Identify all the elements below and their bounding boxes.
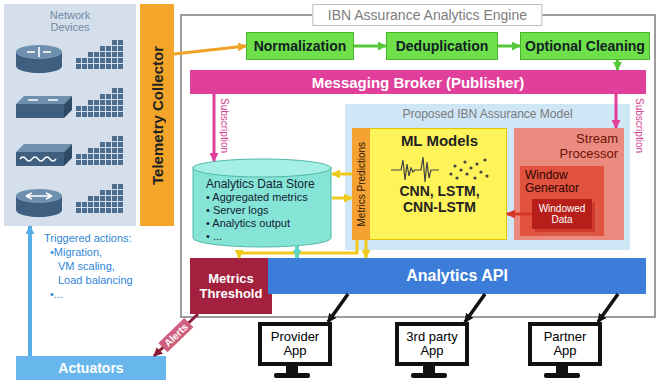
node-text: Analytics API (406, 267, 508, 285)
connector (507, 213, 532, 216)
connector (154, 314, 198, 356)
edge-label: Subscription (634, 97, 645, 154)
node-text: 3rd party App (401, 330, 463, 358)
node-text: Stream Processor (542, 131, 618, 161)
connector (498, 45, 520, 48)
api-band: Analytics API (268, 258, 646, 294)
note-text: •Migration, (50, 246, 102, 259)
edge-label: Subscription (219, 97, 230, 154)
router-icon (16, 189, 62, 217)
node-text: • Analytics output (206, 217, 290, 230)
device-panel: Network Devices (4, 4, 136, 226)
process-box: Optional Cleaning (520, 32, 650, 60)
monitor-stand (274, 366, 310, 378)
connector (239, 240, 357, 258)
node-text: Windowed Data (535, 203, 589, 225)
node-text: • ... (206, 230, 222, 243)
predictions-strip: Metrics Predictions (352, 128, 370, 240)
connector (354, 45, 386, 48)
edge-label: Alerts (158, 318, 193, 353)
note-text: Triggered actions: (44, 232, 132, 245)
scatter-icon (449, 158, 488, 179)
node-text: ML Models (401, 132, 478, 149)
router-icon (16, 45, 62, 73)
node-text: Network Devices (38, 9, 102, 33)
app-monitor: Partner App (528, 322, 602, 366)
connector (332, 173, 352, 176)
cylinder-body (193, 167, 331, 247)
connector (28, 226, 32, 356)
node-text: • Server logs (206, 204, 269, 217)
node-text: Window Generator (525, 169, 595, 195)
node-text: Partner App (534, 330, 596, 358)
process-box: Deduplication (386, 32, 498, 60)
node-text: Messaging Broker (Publisher) (312, 74, 525, 91)
waveform-icon (391, 157, 439, 182)
node-text: Actuators (58, 360, 123, 376)
ml-icons (387, 154, 497, 184)
bar-chart (76, 184, 123, 214)
node-text: Proposed IBN Assurance Model (402, 107, 572, 121)
node-text: Optional Cleaning (525, 38, 645, 54)
monitor-stand (411, 366, 447, 378)
monitor-stand (544, 366, 580, 378)
broker-band: Messaging Broker (Publisher) (190, 70, 646, 94)
device-icons (4, 4, 136, 226)
generator-box: Windowed Data Window Generator (520, 166, 604, 236)
optical-icon (16, 144, 72, 166)
bar-chart (76, 136, 123, 166)
app-monitor: 3rd party App (395, 322, 469, 366)
node-text: • Aggregated metrics (206, 191, 308, 204)
node-text: Analytics Data Store (206, 177, 315, 191)
bar-chart (76, 88, 123, 118)
connector (615, 94, 618, 128)
connector (598, 294, 618, 322)
node-text: Deduplication (396, 38, 489, 54)
process-box: Normalization (246, 32, 354, 60)
node-text: IBN Assurance Analytics Engine (313, 4, 542, 26)
note-text: VM scaling, (58, 260, 115, 273)
node-text: Metrics Threshold (193, 271, 269, 301)
connector (328, 294, 348, 322)
node-text: CNN, LSTM, CNN-LSTM (384, 183, 496, 215)
bar-chart (76, 40, 123, 70)
switch-icon (16, 96, 72, 118)
connector (174, 46, 246, 54)
datastore-cylinder: Analytics Data Store• Aggregated metrics… (192, 158, 332, 248)
connector (365, 240, 368, 258)
model-box: Metrics Predictions ML ModelsCNN, LSTM, C… (352, 128, 507, 240)
connector (465, 294, 485, 322)
processor-box: Windowed Data Window Generator Stream Proc… (514, 128, 624, 240)
node-text: Provider App (264, 330, 326, 358)
connector (616, 60, 619, 70)
node-text: Metrics Predictions (356, 142, 367, 226)
connector (295, 246, 299, 258)
engine-frame: Normalization Deduplication Optional Clean… (180, 14, 656, 318)
actuator-box: Actuators (16, 356, 166, 380)
note-text: Load balancing (58, 274, 133, 287)
node-text: Normalization (254, 38, 347, 54)
collector-bar: Telemetry Collector (140, 4, 174, 226)
connector (332, 197, 352, 200)
note-text: •... (50, 288, 63, 301)
connector (213, 94, 216, 161)
node-text: Telemetry Collector (149, 46, 166, 185)
threshold-box: Metrics Threshold (190, 258, 272, 314)
model-region: Metrics Predictions ML ModelsCNN, LSTM, C… (345, 104, 630, 250)
cylinder-top (193, 159, 331, 177)
window-box: Windowed Data (532, 199, 592, 229)
app-monitor: Provider App (258, 322, 332, 366)
